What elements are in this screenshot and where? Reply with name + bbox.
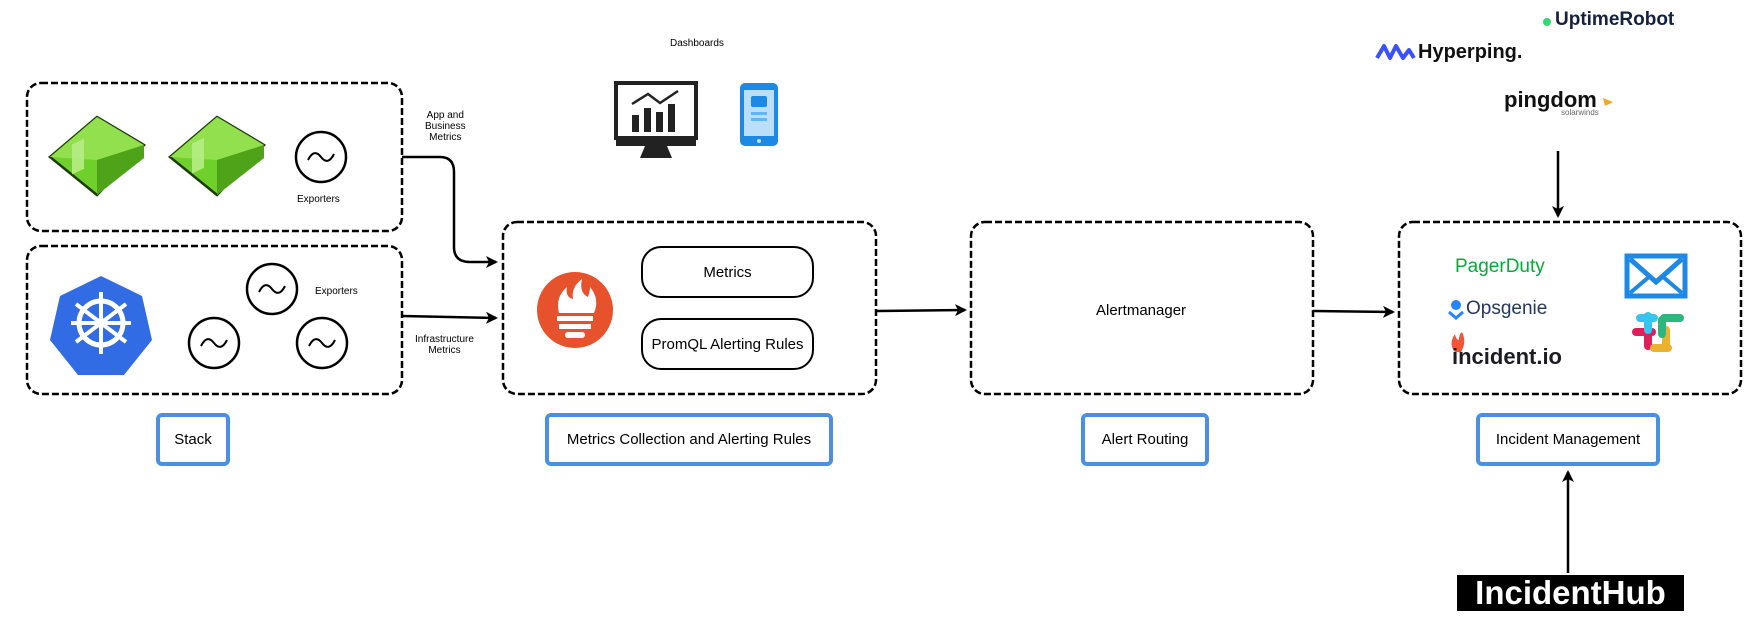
exporter-icon <box>245 262 299 316</box>
opsgenie-logo: Opsgenie <box>1466 298 1548 319</box>
infra-metrics-arrow <box>401 311 498 324</box>
exporters-label-top: Exporters <box>297 194 340 205</box>
prometheus-icon <box>537 272 613 348</box>
dashboard-monitor-icon <box>614 81 698 158</box>
collection-label: Metrics Collection and Alerting Rules <box>545 413 833 466</box>
exporters-label-bottom: Exporters <box>315 286 358 297</box>
alertmanager-container <box>969 220 1315 396</box>
exporter-icon <box>187 316 241 370</box>
alerting-rules-node: PromQL Alerting Rules <box>641 318 814 370</box>
pingdom-logo: pingdom <box>1504 87 1597 112</box>
app-box-icon <box>168 115 266 197</box>
dashboards-label: Dashboards <box>670 38 724 49</box>
incidenthub-logo-text: IncidentHub <box>1475 574 1666 611</box>
pingdom-sub-logo: solarwinds <box>1561 108 1599 117</box>
alert-routing-label: Alert Routing <box>1081 413 1209 466</box>
collection-to-alertmanager-arrow <box>875 304 967 317</box>
infra-metrics-label: Infrastructure Metrics <box>415 334 474 356</box>
uptimerobot-logo: UptimeRobot <box>1555 9 1675 30</box>
kubernetes-icon <box>50 276 152 375</box>
exporter-icon <box>294 130 348 184</box>
exporter-icon <box>295 316 349 370</box>
incident-container <box>1397 220 1743 396</box>
stack-label: Stack <box>156 413 230 466</box>
alertmanager-label: Alertmanager <box>1096 302 1187 319</box>
pagerduty-logo: PagerDuty <box>1455 256 1545 277</box>
incidentio-logo: incident.io <box>1452 344 1562 369</box>
uptimerobot-dot-icon <box>1543 18 1551 26</box>
incidentio-flame-icon <box>1451 332 1465 352</box>
app-metrics-arrow <box>402 155 498 268</box>
app-metrics-label: App and Business Metrics <box>425 110 466 143</box>
slack-icon <box>1632 312 1684 352</box>
incident-management-label: Incident Management <box>1476 413 1660 466</box>
alertmanager-to-incident-arrow <box>1312 305 1395 318</box>
app-box-icon <box>48 115 146 197</box>
hyperping-logo: Hyperping. <box>1418 41 1523 63</box>
metrics-node: Metrics <box>641 246 814 298</box>
hyperping-logo-icon <box>1375 44 1416 60</box>
incidenthub-logo: IncidentHub <box>1457 575 1684 611</box>
opsgenie-logo-icon <box>1448 300 1464 320</box>
pingdom-swoosh-icon <box>1603 98 1613 106</box>
email-icon <box>1624 253 1688 299</box>
mobile-dashboard-icon <box>740 83 778 146</box>
